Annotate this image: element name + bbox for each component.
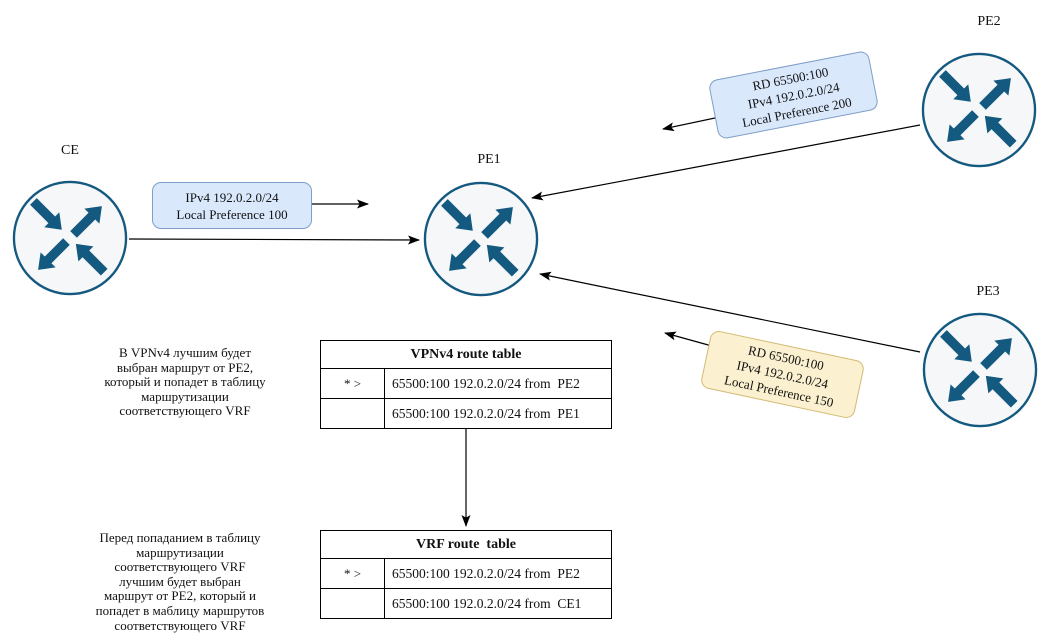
router-pe1-label: PE1 xyxy=(477,152,501,167)
vrf-note: Перед попаданием в таблицу маршрутизации… xyxy=(48,530,312,633)
ce-route-callout: IPv4 192.0.2.0/24 Local Preference 100 xyxy=(152,182,312,229)
route-entry: 65500:100 192.0.2.0/24 from PE2 xyxy=(392,376,580,391)
note-line: соответствующего VRF xyxy=(119,403,251,419)
note-line: маршрутизации xyxy=(141,388,229,404)
vrf-table-title: VRF route table xyxy=(321,531,611,559)
router-pe1 xyxy=(422,180,540,298)
best-route-flag: * > xyxy=(321,369,385,398)
router-icon xyxy=(423,181,539,297)
best-route-flag xyxy=(321,399,385,428)
table-row: 65500:100 192.0.2.0/24 from PE1 xyxy=(321,399,611,428)
note-line: Перед попаданием в таблицу xyxy=(99,530,261,545)
vpnv4-table-title: VPNv4 route table xyxy=(321,341,611,369)
note-line: лучшим будет выбран xyxy=(119,573,241,589)
note-line: В VPNv4 лучшим будет xyxy=(118,345,251,360)
router-pe3-label: PE3 xyxy=(976,284,1000,299)
router-icon xyxy=(921,52,1037,168)
vpnv4-note: В VPNv4 лучшим будет выбран маршрут от P… xyxy=(58,345,312,419)
best-route-flag: * > xyxy=(321,559,385,588)
router-icon xyxy=(12,180,128,296)
edge-pe3-to-pe1 xyxy=(539,271,921,353)
table-row: * > 65500:100 192.0.2.0/24 from PE2 xyxy=(321,559,611,589)
note-line: который и попадет в таблицу xyxy=(104,374,266,390)
router-ce xyxy=(11,179,129,297)
route-entry: 65500:100 192.0.2.0/24 from PE1 xyxy=(392,406,580,421)
edge-pe2-to-pe1 xyxy=(531,124,921,201)
router-pe2 xyxy=(920,51,1038,169)
note-line: маршрутизации xyxy=(136,544,224,560)
note-line: соответствующего VRF xyxy=(114,617,246,633)
route-entry: 65500:100 192.0.2.0/24 from CE1 xyxy=(392,596,582,611)
table-row: 65500:100 192.0.2.0/24 from CE1 xyxy=(321,589,611,618)
edge-ce-to-pe1 xyxy=(128,235,420,245)
router-pe3 xyxy=(921,311,1039,429)
note-line: выбран маршрут от PE2, xyxy=(116,359,254,375)
note-line: маршрут от PE2, который и xyxy=(103,588,256,604)
vrf-route-table: VRF route table * > 65500:100 192.0.2.0/… xyxy=(320,530,612,619)
best-route-flag xyxy=(321,589,385,618)
router-pe2-label: PE2 xyxy=(977,14,1001,29)
note-line: соответствующего VRF xyxy=(114,559,246,575)
route-entry: 65500:100 192.0.2.0/24 from PE2 xyxy=(392,566,580,581)
router-ce-label: CE xyxy=(61,143,79,158)
note-line: попадет в маблицу маршрутов xyxy=(95,602,265,618)
vpnv4-route-table: VPNv4 route table * > 65500:100 192.0.2.… xyxy=(320,340,612,429)
router-icon xyxy=(922,312,1038,428)
table-row: * > 65500:100 192.0.2.0/24 from PE2 xyxy=(321,369,611,399)
callout-line: IPv4 192.0.2.0/24 xyxy=(185,189,279,205)
callout-line: Local Preference 100 xyxy=(176,206,288,222)
